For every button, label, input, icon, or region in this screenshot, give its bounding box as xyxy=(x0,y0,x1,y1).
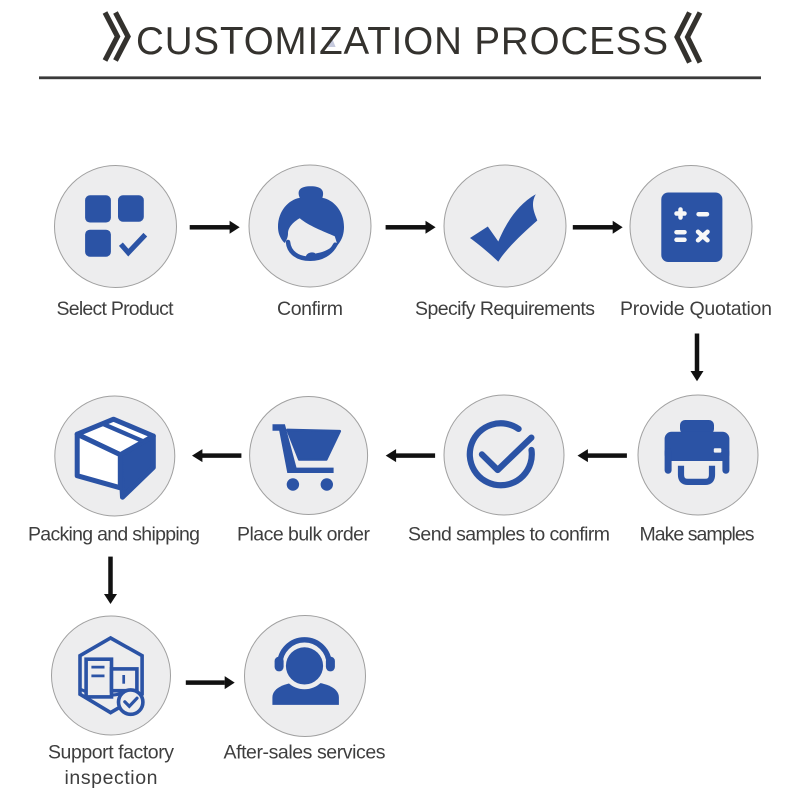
svg-text:Support factory: Support factory xyxy=(48,742,174,764)
svg-text:Place bulk order: Place bulk order xyxy=(237,524,371,546)
svg-text:Packing and shipping: Packing and shipping xyxy=(28,524,200,546)
svg-text:CUSTOMIZATION PROCESS: CUSTOMIZATION PROCESS xyxy=(136,20,668,63)
svg-text:Make samples: Make samples xyxy=(640,524,755,546)
svg-text:Provide Quotation: Provide Quotation xyxy=(620,298,772,320)
svg-text:Specify Requirements: Specify Requirements xyxy=(415,298,595,320)
svg-text:After-sales services: After-sales services xyxy=(224,742,386,764)
svg-text:Send samples to confirm: Send samples to confirm xyxy=(408,524,610,546)
svg-text:inspection: inspection xyxy=(65,767,158,789)
svg-text:Select Product: Select Product xyxy=(57,298,175,320)
svg-text:Confirm: Confirm xyxy=(277,298,343,320)
